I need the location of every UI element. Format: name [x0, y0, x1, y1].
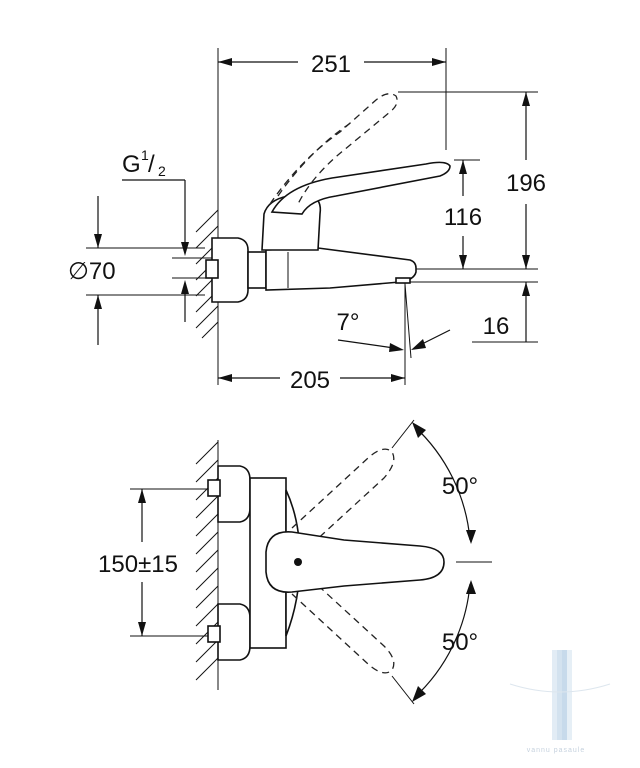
dim-centre-distance: 150±15	[98, 551, 178, 578]
watermark-text: vannu pasaule	[527, 747, 586, 754]
dimension-196: 196	[506, 92, 546, 269]
dim-spout-drop: 16	[483, 313, 510, 340]
watermark-logo: vannu pasaule	[509, 650, 611, 754]
angle-swing-down-label: 50°	[442, 629, 478, 656]
dim-total-height: 196	[506, 170, 546, 197]
angle-swing-up-label: 50°	[442, 473, 478, 500]
wall-hatching-top	[195, 440, 219, 690]
dimension-205: 205	[218, 367, 405, 394]
dimension-150: 150±15	[98, 488, 210, 637]
faucet-side-body	[205, 93, 451, 303]
diameter-70: ∅70	[68, 196, 205, 345]
top-view: 150±15 50°	[98, 419, 492, 705]
thread-slash: /	[148, 151, 155, 178]
angle-spout-label: 7°	[337, 309, 360, 336]
connection-thread-label: G 1 / 2	[122, 147, 218, 322]
thread-denominator: 2	[158, 163, 166, 179]
dim-lever-height: 116	[444, 204, 482, 231]
angle-50-lower: 50°	[391, 580, 478, 705]
diameter-label: ∅70	[68, 258, 116, 285]
thread-letter: G	[122, 151, 141, 178]
faucet-top-body	[207, 448, 445, 674]
side-view: 251 196 116 16	[68, 48, 546, 394]
dimension-251: 251	[218, 51, 446, 78]
handle-screw-icon	[294, 558, 302, 566]
dim-projection: 205	[290, 367, 330, 394]
angle-7: 7°	[337, 283, 451, 359]
dim-total-length: 251	[311, 51, 351, 78]
angle-50-upper: 50°	[391, 419, 478, 544]
thread-numerator: 1	[141, 147, 149, 163]
dimension-116: 116	[444, 160, 482, 269]
dimension-16: 16	[483, 282, 530, 342]
